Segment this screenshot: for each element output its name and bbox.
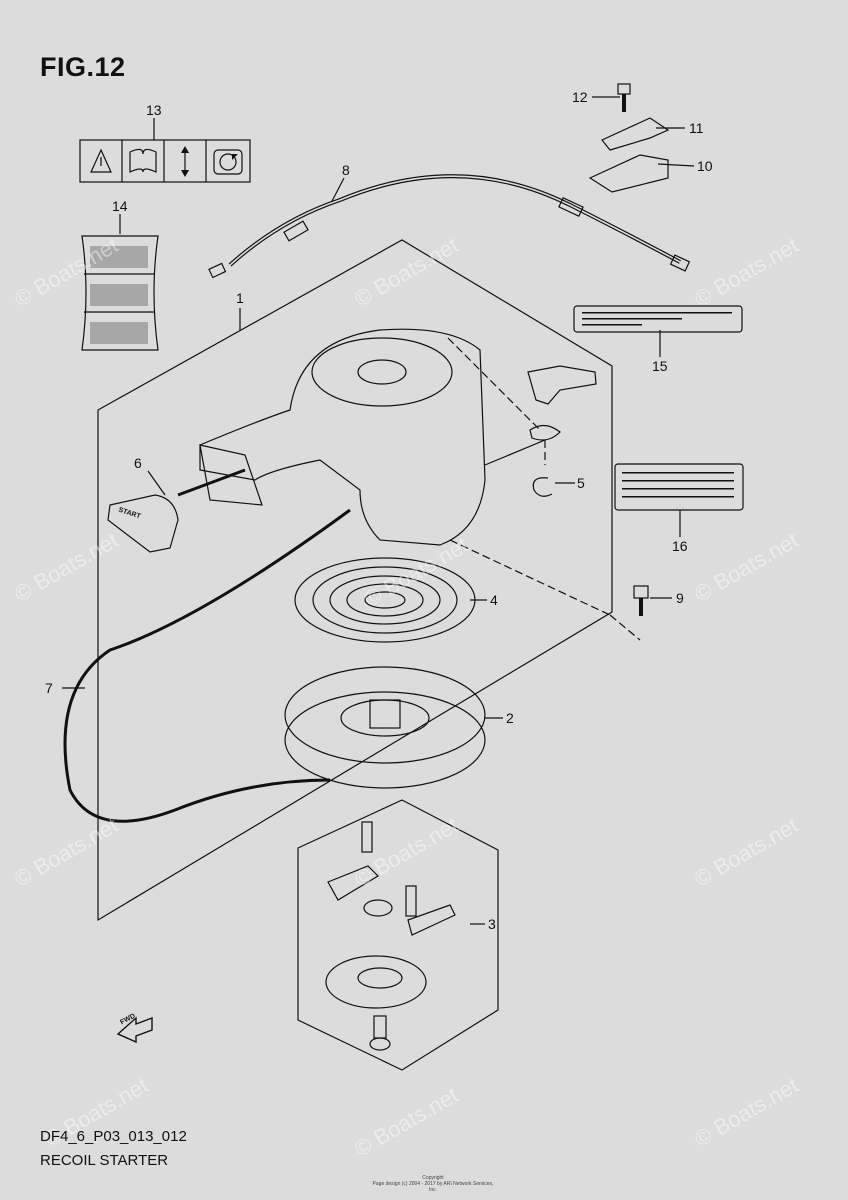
- ratchet-subassembly-outline: [297, 799, 499, 1071]
- copyright-line-2: Page design (c) 2004 - 2017 by ARI Netwo…: [372, 1181, 494, 1193]
- callout-15: 15: [652, 358, 668, 374]
- assembly-outline: [97, 239, 613, 922]
- copyright-line-1: Copyright: [422, 1175, 444, 1181]
- copyright-notice: Copyright Page design (c) 2004 - 2017 by…: [368, 1175, 498, 1193]
- figure-title: FIG.12: [40, 52, 126, 82]
- callout-10: 10: [697, 158, 713, 174]
- callout-12: 12: [572, 89, 588, 105]
- callout-8: 8: [342, 162, 350, 178]
- diagram-code: DF4_6_P03_013_012: [40, 1128, 187, 1145]
- callout-11: 11: [689, 120, 704, 136]
- callout-7: 7: [45, 680, 53, 696]
- callout-3: 3: [488, 916, 496, 932]
- callout-1: 1: [236, 290, 244, 306]
- callout-14: 14: [112, 198, 128, 214]
- callout-4: 4: [490, 592, 498, 608]
- diagram-caption: RECOIL STARTER: [40, 1152, 169, 1169]
- callout-16: 16: [672, 538, 688, 554]
- callout-13: 13: [146, 102, 162, 118]
- callout-5: 5: [577, 475, 585, 491]
- callout-9: 9: [676, 590, 684, 606]
- callout-6: 6: [134, 455, 142, 471]
- callout-2: 2: [506, 710, 514, 726]
